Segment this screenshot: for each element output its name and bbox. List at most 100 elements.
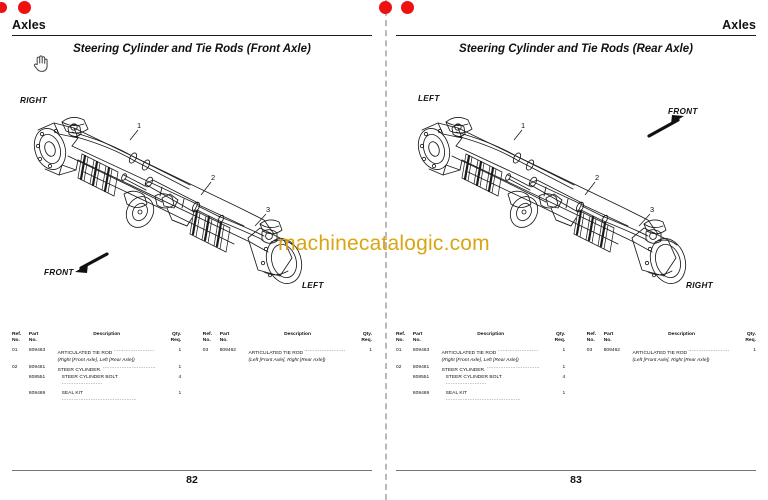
cell-qty-req: 1: [178, 364, 182, 370]
cell-part-no: [220, 358, 249, 365]
grab-hand-cursor: [33, 55, 48, 72]
page-number: 82: [186, 474, 198, 486]
header-rule: [12, 35, 372, 36]
col-header-ref: Ref.No.: [396, 332, 406, 343]
document-page-83[interactable]: Axles Steering Cylinder and Tie Rods (Re…: [384, 0, 768, 500]
col-header-description: Description: [668, 332, 695, 337]
cell-qty-req: 1: [753, 348, 756, 354]
direction-label-right: RIGHT: [20, 96, 47, 105]
col-header-qty: Qty.Req.: [554, 332, 566, 343]
table-row: 809469 SEAL KIT .........................…: [12, 391, 181, 407]
cell-description: ARTICULATED TIE ROD ....................…: [57, 348, 155, 357]
table-row: (Right [Front Axle], Left [Rear Axle]): [12, 358, 181, 365]
document-page-82[interactable]: Axles Steering Cylinder and Tie Rods (Fr…: [0, 0, 384, 500]
page-divider: [385, 0, 387, 500]
callout-1: 1: [521, 121, 525, 130]
cell-ref-no: 03: [202, 348, 209, 354]
cell-description: STEER CYLINDER BOLT ....................…: [445, 374, 502, 386]
callout-2: 2: [211, 173, 215, 182]
cell-part-no: [29, 358, 58, 365]
cell-part-no: [604, 358, 633, 365]
cell-description: SEAL KIT ...............................…: [61, 390, 137, 403]
col-header-description: Description: [284, 332, 311, 337]
cell-description: (Left [Front Axle], Right [Rear Axle]): [632, 358, 710, 364]
cell-description: ARTICULATED TIE ROD ....................…: [441, 348, 539, 357]
table-row: (Left [Front Axle], Right [Rear Axle]): [587, 358, 756, 365]
front-direction-arrow: [75, 252, 109, 273]
col-header-qty: Qty.Req.: [745, 332, 756, 343]
cell-part-no: 809462: [603, 348, 621, 354]
cell-ref-no: [396, 375, 413, 391]
cell-ref-no: [203, 358, 220, 365]
cell-qty-req: 1: [178, 390, 182, 396]
annotation-dot-3[interactable]: [379, 1, 392, 14]
cell-description: STEER CYLINDER. ........................…: [441, 364, 539, 373]
col-header-qty: Qty.Req.: [170, 332, 182, 343]
cell-ref-no: [396, 391, 413, 407]
cell-description: (Left [Front Axle], Right [Rear Axle]): [248, 358, 326, 364]
cell-part-no: 809469: [28, 390, 46, 396]
col-header-ref: Ref.No.: [12, 332, 22, 343]
col-header-description: Description: [477, 332, 505, 337]
table-row: (Left [Front Axle], Right [Rear Axle]): [203, 358, 372, 365]
col-header-description: Description: [93, 332, 121, 337]
cell-qty-req: [540, 358, 565, 365]
cell-part-no: [413, 358, 442, 365]
cell-qty-req: 4: [562, 374, 566, 380]
callout-3: 3: [266, 205, 270, 214]
cell-ref-no: 02: [12, 364, 18, 370]
cell-ref-no: 02: [396, 364, 402, 370]
annotation-dot-4[interactable]: [401, 1, 414, 14]
cell-qty-req: [347, 358, 372, 365]
axle-assembly-diagram: 1 2 3 LEFT FRONT RIGHT: [396, 86, 756, 318]
cell-part-no: 809461: [28, 364, 46, 370]
page-number: 83: [570, 474, 582, 486]
cell-ref-no: 01: [396, 348, 402, 354]
callout-2: 2: [595, 173, 599, 182]
page-header-title: Axles: [12, 18, 46, 32]
figure-title: Steering Cylinder and Tie Rods (Front Ax…: [73, 43, 311, 55]
footer-rule: [12, 470, 372, 471]
cell-part-no: 809462: [219, 348, 237, 354]
direction-label-right: RIGHT: [686, 281, 713, 290]
annotation-dot-1[interactable]: [0, 2, 7, 13]
cell-part-no: 809463: [28, 348, 46, 354]
cell-qty-req: [731, 358, 756, 365]
cell-ref-no: [587, 358, 604, 365]
direction-label-left: LEFT: [302, 281, 324, 290]
cell-qty-req: 1: [178, 348, 182, 354]
cell-qty-req: 1: [369, 348, 372, 354]
figure-title: Steering Cylinder and Tie Rods (Rear Axl…: [459, 43, 693, 55]
cell-description: ARTICULATED TIE ROD ....................…: [632, 348, 730, 357]
cell-ref-no: 03: [586, 348, 593, 354]
callout-1: 1: [137, 121, 141, 130]
direction-label-front: FRONT: [44, 268, 74, 277]
page-header: Axles: [396, 18, 756, 40]
cell-part-no: 808551: [28, 374, 46, 380]
callout-3: 3: [650, 205, 654, 214]
parts-rows: 03 809462 ARTICULATED TIE ROD ............…: [587, 348, 756, 365]
cell-ref-no: [12, 375, 29, 391]
cell-qty-req: 1: [562, 348, 566, 354]
annotation-dot-2[interactable]: [18, 1, 31, 14]
page-header-title: Axles: [722, 18, 756, 32]
col-header-ref: Ref.No.: [586, 332, 597, 343]
table-row: (Right [Front Axle], Left [Rear Axle]): [396, 358, 565, 365]
